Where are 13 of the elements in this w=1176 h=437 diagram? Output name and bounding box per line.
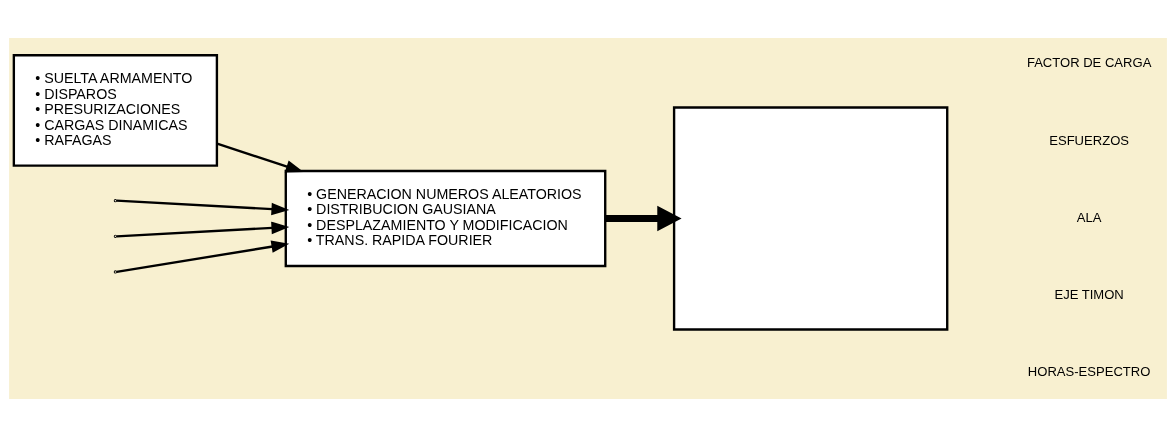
node-box [672, 106, 949, 331]
label: ALA [1076, 209, 1102, 225]
label: FACTOR DE CARGA [1026, 55, 1152, 71]
arrow [216, 142, 304, 173]
node-box: • SUELTA ARMAMENTO • DISPAROS • PRESURIZACIONES • CARGAS DINAMICAS • RAFAGAS [12, 54, 219, 167]
arrow [605, 205, 682, 232]
label: HORAS-ESPECTRO [1027, 364, 1151, 380]
label: EJE TIMON [1054, 287, 1124, 303]
node-box: • GENERACION NUMEROS ALEATORIOS • DISTRIBUCION GAUSIANA • DESPLAZAMIENTO Y MODIFICACION • TRANS. RAPIDA FOURIER [284, 169, 607, 268]
label: ESFUERZOS [1049, 132, 1129, 148]
arrow [116, 240, 290, 274]
arrow [116, 221, 290, 238]
arrow [116, 199, 290, 216]
